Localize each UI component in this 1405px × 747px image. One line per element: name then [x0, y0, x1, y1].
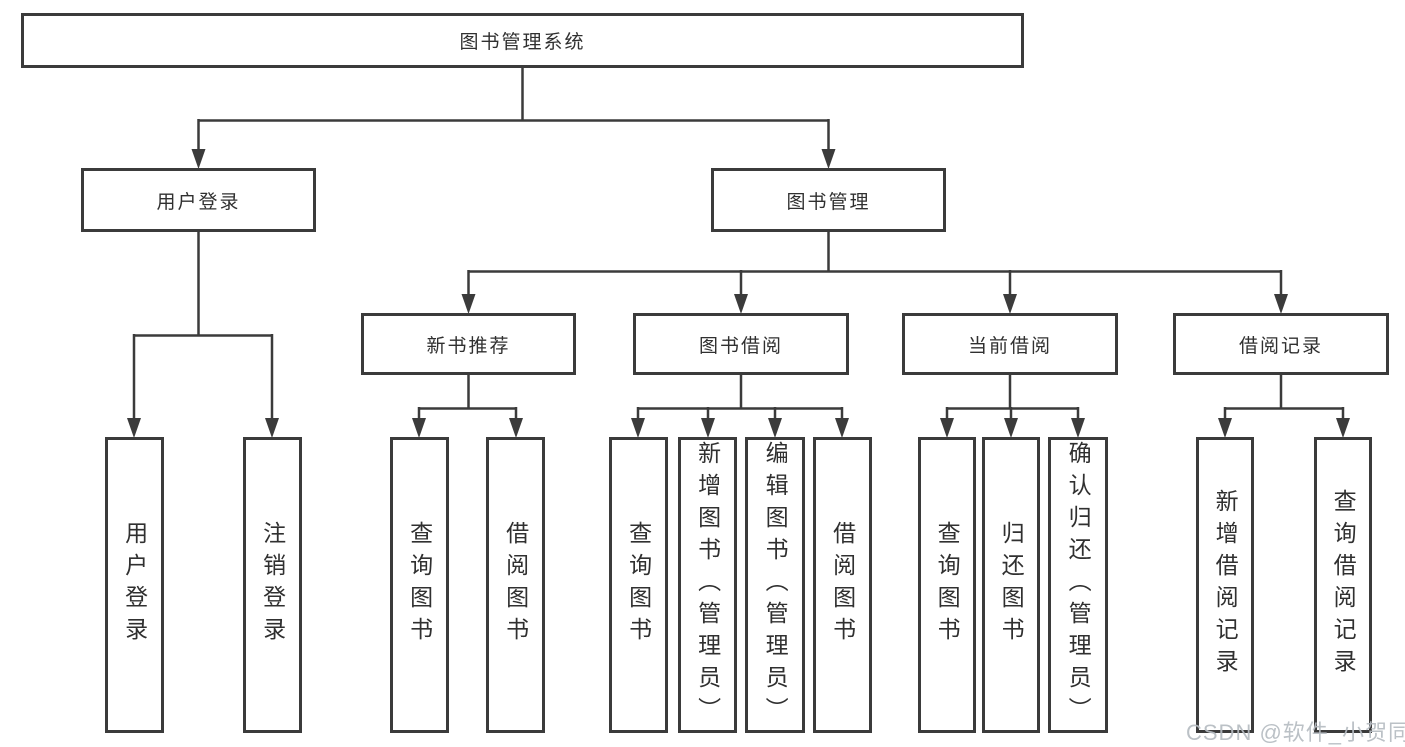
leaf-edit-books-admin: 编辑图书（管理员） — [745, 437, 805, 733]
node-label: 查询图书 — [934, 521, 961, 649]
leaf-borrow-books-recommend: 借阅图书 — [486, 437, 545, 733]
node-label: 归还图书 — [998, 521, 1025, 649]
node-label: 当前借阅 — [967, 335, 1052, 357]
node-label: 注销登录 — [259, 521, 286, 649]
leaf-add-borrow-record: 新增借阅记录 — [1196, 437, 1254, 733]
node-label: 图书管理 — [786, 191, 871, 213]
node-label: 新增借阅记录 — [1212, 489, 1239, 681]
node-label: 借阅图书 — [502, 521, 529, 649]
node-label: 用户登录 — [121, 521, 148, 649]
leaf-add-books-admin: 新增图书（管理员） — [678, 437, 737, 733]
leaf-query-books-borrowing: 查询图书 — [609, 437, 668, 733]
node-label: 查询图书 — [625, 521, 652, 649]
node-label: 新书推荐 — [426, 335, 511, 357]
leaf-user-login: 用户登录 — [105, 437, 164, 733]
node-label: 图书管理系统 — [459, 32, 586, 53]
node-book-management: 图书管理 — [711, 168, 946, 232]
node-user-login: 用户登录 — [81, 168, 316, 232]
node-label: 借阅图书 — [829, 521, 856, 649]
node-label: 图书借阅 — [698, 335, 783, 357]
leaf-query-books-current: 查询图书 — [918, 437, 976, 733]
node-borrowing-records: 借阅记录 — [1173, 313, 1389, 375]
leaf-query-borrow-record: 查询借阅记录 — [1314, 437, 1372, 733]
node-library-system: 图书管理系统 — [21, 13, 1024, 68]
leaf-borrow-books-borrowing: 借阅图书 — [813, 437, 872, 733]
node-label: 用户登录 — [156, 191, 241, 213]
node-label: 新增图书（管理员） — [694, 441, 721, 729]
leaf-query-books-recommend: 查询图书 — [390, 437, 449, 733]
node-book-borrowing: 图书借阅 — [633, 313, 849, 375]
node-label: 查询借阅记录 — [1330, 489, 1357, 681]
leaf-confirm-return-admin: 确认归还（管理员） — [1048, 437, 1108, 733]
node-new-book-recommendation: 新书推荐 — [361, 313, 576, 375]
watermark: CSDN @软件_小贺同学 — [1186, 720, 1405, 745]
leaf-return-books: 归还图书 — [982, 437, 1040, 733]
node-label: 编辑图书（管理员） — [762, 441, 789, 729]
node-label: 查询图书 — [406, 521, 433, 649]
node-current-borrowing: 当前借阅 — [902, 313, 1118, 375]
leaf-logout: 注销登录 — [243, 437, 302, 733]
node-label: 确认归还（管理员） — [1065, 441, 1092, 729]
node-label: 借阅记录 — [1238, 335, 1323, 357]
